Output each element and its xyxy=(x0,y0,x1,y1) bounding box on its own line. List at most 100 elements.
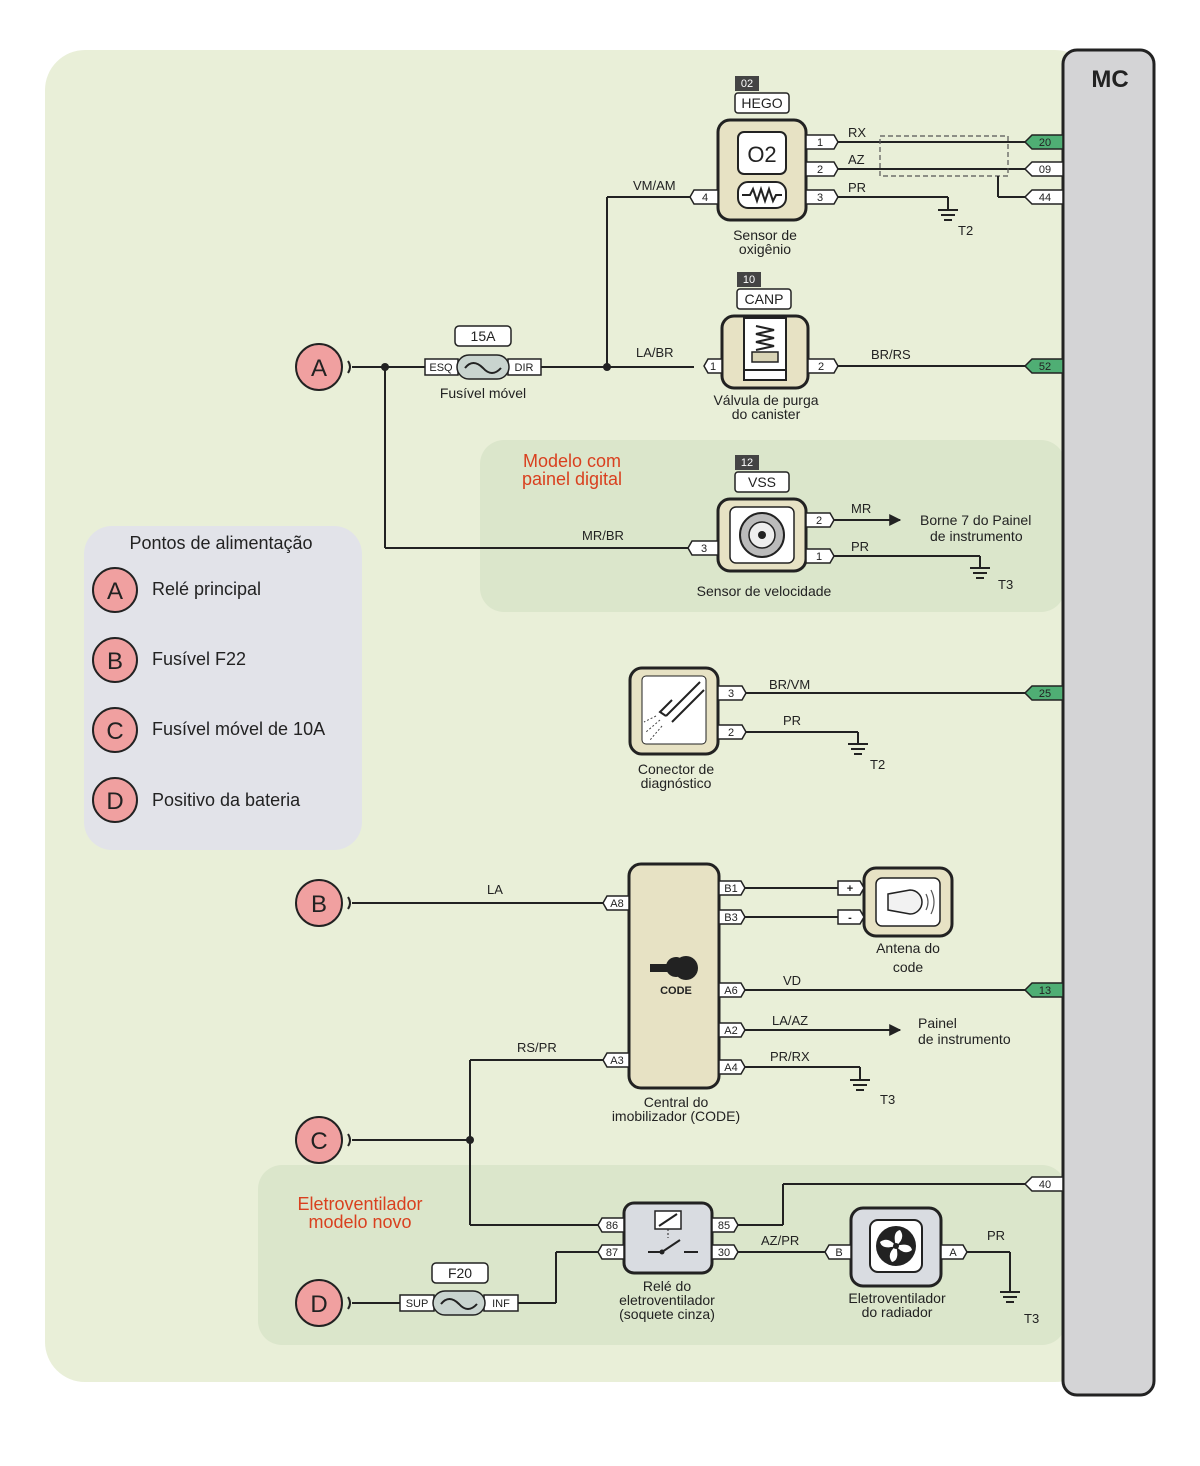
svg-text:Central do: Central do xyxy=(644,1094,709,1110)
wire-laaz: LA/AZ xyxy=(772,1013,808,1028)
svg-text:Fusível F22: Fusível F22 xyxy=(152,649,246,669)
svg-text:3: 3 xyxy=(701,543,707,555)
svg-text:A8: A8 xyxy=(610,898,623,910)
code-dest-1: Painel xyxy=(918,1015,957,1031)
svg-text:2: 2 xyxy=(816,515,822,527)
svg-text:86: 86 xyxy=(606,1220,618,1232)
svg-text:oxigênio: oxigênio xyxy=(739,241,791,257)
fan-relay: 86 87 85 30 Relé do eletroventilador (so… xyxy=(597,1201,739,1322)
region-digital-title-1: Modelo com xyxy=(523,451,621,471)
svg-text:ESQ: ESQ xyxy=(429,362,453,374)
wire-vmam: VM/AM xyxy=(633,178,676,193)
hego-sensor: 02 HEGO O2 1 2 3 4 Sensor de oxigênio xyxy=(689,76,839,257)
svg-text:INF: INF xyxy=(492,1298,510,1310)
antenna-plus: + xyxy=(847,883,853,895)
svg-text:40: 40 xyxy=(1039,1179,1051,1191)
svg-text:85: 85 xyxy=(718,1220,730,1232)
svg-text:20: 20 xyxy=(1039,137,1051,149)
svg-text:A: A xyxy=(949,1247,957,1259)
svg-text:4: 4 xyxy=(702,192,708,204)
code-label: CODE xyxy=(660,985,692,997)
svg-text:3: 3 xyxy=(817,192,823,204)
svg-text:Positivo da bateria: Positivo da bateria xyxy=(152,790,301,810)
svg-text:Antena do: Antena do xyxy=(876,940,940,956)
ground-t2-diag: T2 xyxy=(870,757,885,772)
svg-text:09: 09 xyxy=(1039,164,1051,176)
svg-text:B: B xyxy=(107,648,123,675)
svg-text:F20: F20 xyxy=(448,1265,472,1281)
ecu-pin-09: 09 xyxy=(1023,161,1064,177)
svg-text:imobilizador (CODE): imobilizador (CODE) xyxy=(612,1108,740,1124)
svg-text:87: 87 xyxy=(606,1247,618,1259)
wire-rspr: RS/PR xyxy=(517,1040,557,1055)
svg-text:Relé do: Relé do xyxy=(643,1278,691,1294)
svg-text:44: 44 xyxy=(1039,192,1051,204)
ecu-pin-13: 13 xyxy=(1023,982,1064,998)
svg-text:A6: A6 xyxy=(724,985,737,997)
canp-valve: 10 CANP 1 2 Válvula de purga do canister xyxy=(703,272,839,422)
svg-text:2: 2 xyxy=(818,361,824,373)
source-c: C xyxy=(295,1116,351,1164)
wire-la: LA xyxy=(487,882,503,897)
svg-text:A: A xyxy=(311,355,327,382)
svg-text:02: 02 xyxy=(741,78,753,90)
svg-text:Fusível móvel de 10A: Fusível móvel de 10A xyxy=(152,719,325,739)
svg-text:Sensor de: Sensor de xyxy=(733,227,797,243)
svg-text:D: D xyxy=(310,1291,327,1318)
svg-text:DIR: DIR xyxy=(515,362,534,374)
wire-vd: VD xyxy=(783,973,801,988)
svg-text:B3: B3 xyxy=(724,912,737,924)
svg-text:3: 3 xyxy=(728,688,734,700)
region-fan-title-2: modelo novo xyxy=(308,1212,411,1232)
svg-text:do radiador: do radiador xyxy=(862,1304,933,1320)
wire-brrs: BR/RS xyxy=(871,347,911,362)
svg-text:12: 12 xyxy=(741,457,753,469)
wire-pr-diag: PR xyxy=(783,713,801,728)
svg-text:CANP: CANP xyxy=(745,291,784,307)
svg-text:B: B xyxy=(311,891,327,918)
diagnostic-connector: 3 2 Conector de diagnóstico xyxy=(628,666,747,791)
svg-text:13: 13 xyxy=(1039,985,1051,997)
svg-text:B: B xyxy=(835,1247,842,1259)
svg-text:D: D xyxy=(106,788,123,815)
code-dest-2: de instrumento xyxy=(918,1031,1011,1047)
ecu-label: MC xyxy=(1091,66,1128,93)
svg-text:SUP: SUP xyxy=(406,1298,429,1310)
wire-rx: RX xyxy=(848,125,866,140)
svg-text:Válvula de purga: Válvula de purga xyxy=(713,392,818,408)
svg-text:1: 1 xyxy=(817,137,823,149)
svg-text:2: 2 xyxy=(817,164,823,176)
svg-text:10: 10 xyxy=(743,274,755,286)
svg-text:Relé principal: Relé principal xyxy=(152,579,261,599)
ground-t3-fan: T3 xyxy=(1024,1311,1039,1326)
wire-brvm: BR/VM xyxy=(769,677,810,692)
legend: Pontos de alimentação A Relé principal B… xyxy=(84,526,362,850)
svg-text:(soquete cinza): (soquete cinza) xyxy=(619,1306,715,1322)
svg-text:diagnóstico: diagnóstico xyxy=(641,775,712,791)
wire-azpr: AZ/PR xyxy=(761,1233,799,1248)
svg-text:VSS: VSS xyxy=(748,474,776,490)
svg-text:do canister: do canister xyxy=(732,406,801,422)
svg-text:C: C xyxy=(106,718,123,745)
svg-text:A: A xyxy=(107,578,123,605)
source-a: A xyxy=(295,343,351,391)
vss-sensor: 12 VSS 2 1 3 Sensor de velocidade xyxy=(687,455,835,599)
svg-text:eletroventilador: eletroventilador xyxy=(619,1292,715,1308)
svg-text:A4: A4 xyxy=(724,1062,737,1074)
code-antenna: + - Antena do code xyxy=(837,866,954,975)
wire-mr: MR xyxy=(851,501,871,516)
wire-prrx: PR/RX xyxy=(770,1049,810,1064)
wire-pr-vss: PR xyxy=(851,539,869,554)
svg-text:15A: 15A xyxy=(471,328,497,344)
o2-label: O2 xyxy=(747,142,776,167)
svg-text:25: 25 xyxy=(1039,688,1051,700)
ecu-pin-20: 20 xyxy=(1023,134,1064,150)
svg-text:1: 1 xyxy=(816,551,822,563)
legend-item-d: D Positivo da bateria xyxy=(92,777,301,823)
fuse-f20: F20 SUP INF xyxy=(399,1262,519,1316)
ecu-mc: MC xyxy=(1061,48,1156,1397)
legend-item-b: B Fusível F22 xyxy=(92,637,246,683)
legend-item-a: A Relé principal xyxy=(92,567,261,613)
vss-dest-1: Borne 7 do Painel xyxy=(920,512,1031,528)
ecu-pin-44: 44 xyxy=(1023,189,1064,205)
